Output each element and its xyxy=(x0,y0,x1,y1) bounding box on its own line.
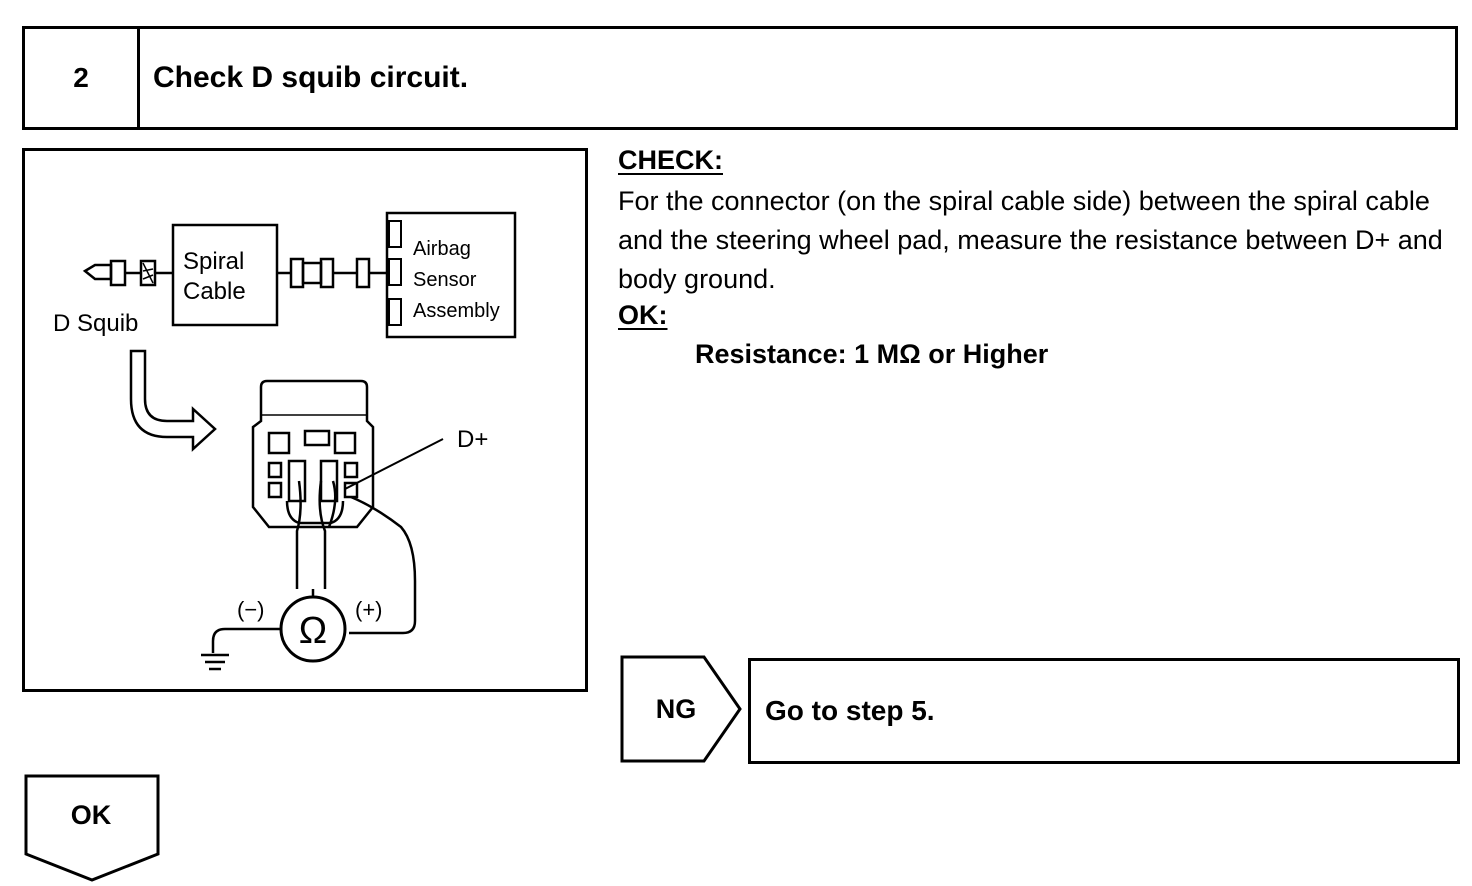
check-instructions: For the connector (on the spiral cable s… xyxy=(618,186,1443,294)
probe-leads-icon xyxy=(295,480,417,635)
sensor-label-3: Assembly xyxy=(413,300,500,322)
check-heading: CHECK: xyxy=(618,145,723,175)
sensor-label-1: Airbag xyxy=(413,238,471,260)
arrow-icon xyxy=(129,349,217,452)
spiral-cable-box xyxy=(171,223,279,327)
sensor-assembly-box xyxy=(385,211,517,339)
ground-icon xyxy=(201,627,281,671)
ng-arrow-icon xyxy=(620,655,742,763)
step-number: 2 xyxy=(25,29,140,127)
step-title: Check D squib circuit. xyxy=(153,61,469,94)
step-header: 2 Check D squib circuit. xyxy=(22,26,1458,130)
minus-label: (−) xyxy=(237,597,265,622)
spiral-cable-label-1: Spiral xyxy=(183,248,244,275)
ohm-symbol: Ω xyxy=(299,610,327,652)
spiral-cable-label-2: Cable xyxy=(183,278,246,305)
wiring-diagram: Spiral Cable Airbag Sensor Assembly D Sq… xyxy=(22,148,588,692)
d-plus-label: D+ xyxy=(457,426,488,453)
squib-connector-icon xyxy=(82,259,173,287)
ng-label: NG xyxy=(655,693,697,724)
ok-arrow-icon xyxy=(24,774,160,882)
d-squib-label: D Squib xyxy=(53,310,138,337)
ok-heading: OK: xyxy=(618,300,668,330)
plus-label: (+) xyxy=(355,597,383,622)
ng-action-box: Go to step 5. xyxy=(748,658,1460,764)
d-plus-leader xyxy=(344,438,444,490)
ok-criteria: Resistance: 1 MΩ or Higher xyxy=(695,339,1049,369)
connector-face-icon xyxy=(251,379,375,529)
ok-arrow-label: OK xyxy=(70,799,112,830)
sensor-label-2: Sensor xyxy=(413,269,477,291)
diagram-drawing: Spiral Cable Airbag Sensor Assembly D Sq… xyxy=(53,211,517,671)
ng-action-text: Go to step 5. xyxy=(765,695,935,726)
cable-connector-icon xyxy=(277,257,387,289)
